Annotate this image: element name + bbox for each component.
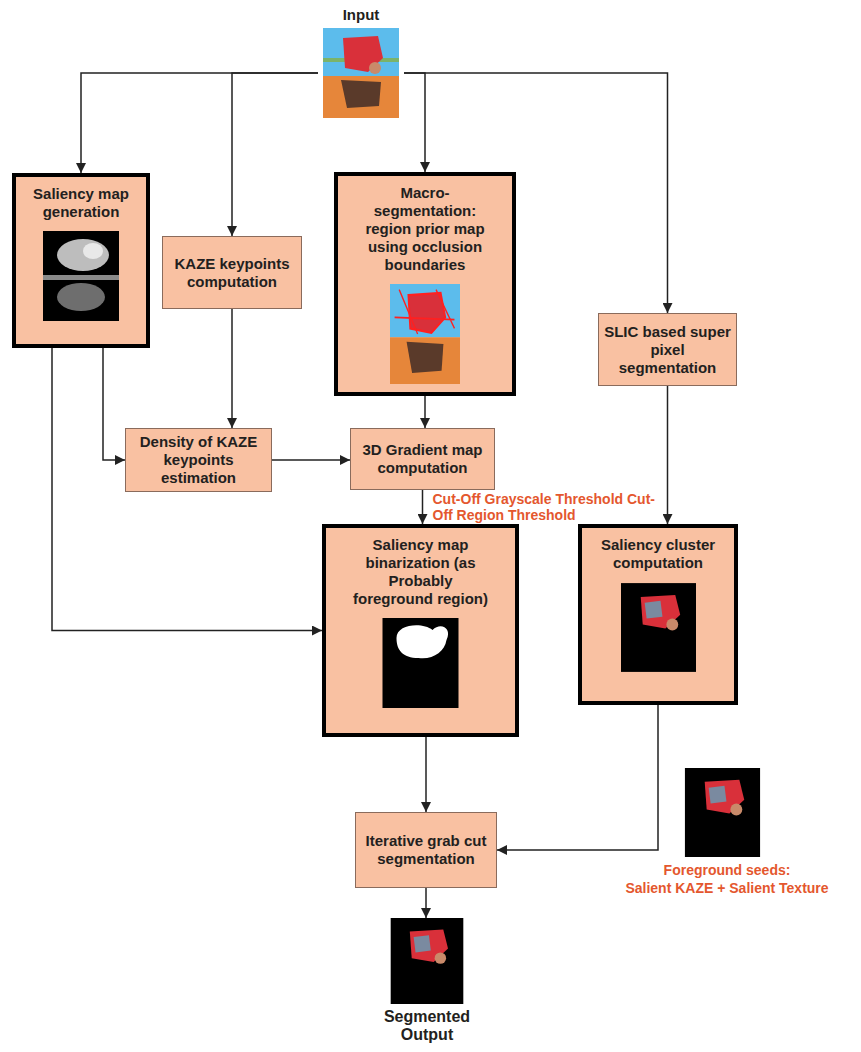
process-box: Density of KAZE keypoints estimation	[125, 428, 272, 492]
node-label: Macro-segmentation: region prior map usi…	[350, 184, 500, 274]
node-label: Segmented Output	[372, 1008, 482, 1044]
stage-box: Saliency map binarization (as Probably f…	[322, 524, 519, 737]
node-label: 3D Gradient map computation	[356, 441, 489, 477]
process-box: Iterative grab cut segmentation	[355, 812, 497, 888]
flow-arrow	[424, 396, 426, 428]
image-node: Segmented Output	[372, 918, 482, 1044]
flow-arrow	[81, 73, 318, 173]
node-label: Saliency map binarization (as Probably f…	[348, 536, 493, 608]
image-node: Input	[318, 6, 404, 118]
flow-arrow	[667, 386, 669, 524]
process-box: KAZE keypoints computation	[162, 236, 302, 309]
flow-arrow	[103, 348, 125, 460]
seeds-image	[684, 768, 761, 857]
input-image	[323, 28, 399, 118]
output-image	[389, 918, 465, 1004]
flow-arrow	[404, 73, 425, 172]
node-label: Density of KAZE keypoints estimation	[131, 433, 266, 487]
process-box: 3D Gradient map computation	[350, 428, 495, 490]
seed-note: Foreground seeds:	[599, 862, 855, 878]
stage-box: Macro-segmentation: region prior map usi…	[334, 172, 516, 396]
flow-arrow	[497, 705, 658, 850]
node-label: Saliency cluster computation	[588, 536, 728, 572]
node-label: SLIC based super pixel segmentation	[604, 323, 731, 377]
node-label: Input	[343, 6, 380, 24]
flow-arrow	[272, 459, 350, 461]
binary-mask-image	[382, 618, 459, 708]
node-label: Iterative grab cut segmentation	[361, 832, 491, 868]
node-label: KAZE keypoints computation	[168, 255, 296, 291]
threshold-note: Cut-Off Grayscale Threshold Cut-Off Regi…	[433, 491, 673, 523]
saliency-image	[43, 231, 119, 321]
flow-arrow	[231, 309, 233, 428]
flow-arrow	[52, 348, 322, 631]
flow-arrow	[425, 737, 427, 812]
flow-arrow	[232, 73, 318, 236]
region-prior-image	[390, 284, 460, 384]
seed-note: Salient KAZE + Salient Texture	[599, 880, 855, 896]
node-label: Saliency map generation	[22, 185, 140, 221]
flow-arrow	[422, 490, 424, 524]
cluster-image	[621, 582, 696, 673]
stage-box: Saliency map generation	[12, 173, 150, 348]
process-box: SLIC based super pixel segmentation	[598, 313, 737, 386]
flow-arrow	[425, 888, 427, 918]
stage-box: Saliency cluster computation	[578, 524, 738, 705]
